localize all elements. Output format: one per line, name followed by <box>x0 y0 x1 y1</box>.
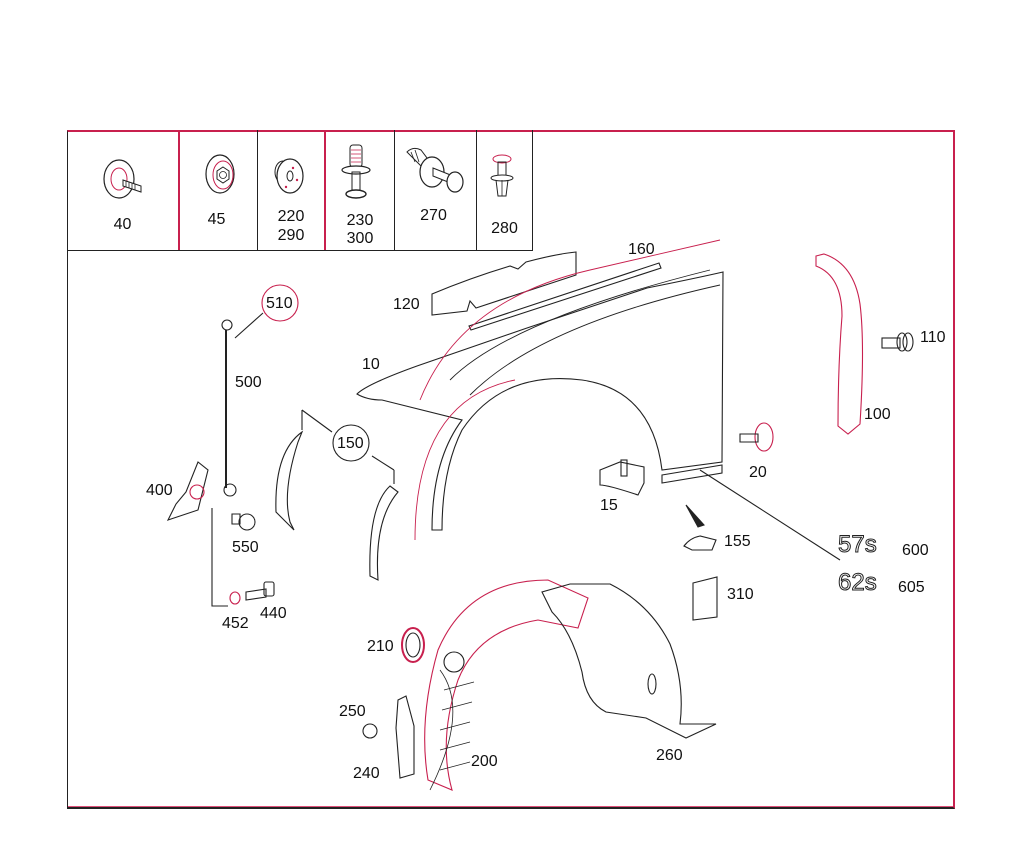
part-number: 230 <box>346 212 374 229</box>
part-160-seal-strip <box>468 262 662 331</box>
part-200-wheel-liner <box>424 579 589 791</box>
part-150-stay-right <box>369 485 399 581</box>
part-120-insulation-strip <box>431 251 577 316</box>
label-20: 20 <box>749 464 767 481</box>
label-240: 240 <box>353 765 380 782</box>
part-number: 270 <box>420 207 447 224</box>
label-160: 160 <box>628 241 655 258</box>
label-605: 605 <box>898 579 925 596</box>
push-rivet-icon <box>490 154 514 197</box>
legend-cell-230[interactable]: 230 300 <box>326 130 395 250</box>
label-510: 510 <box>266 295 293 312</box>
legend-cell-270[interactable]: 270 <box>395 130 477 250</box>
part-100-trim <box>815 253 864 435</box>
label-550: 550 <box>232 539 259 556</box>
grommet-plug-icon <box>274 158 304 194</box>
label-400: 400 <box>146 482 173 499</box>
label-110: 110 <box>920 329 946 346</box>
part-number: 40 <box>113 216 132 233</box>
badge-62s: 62s <box>838 569 878 596</box>
part-number: 300 <box>346 230 374 247</box>
label-15: 15 <box>600 497 618 514</box>
part-150-stay-left <box>275 430 304 531</box>
diagram-frame <box>67 130 955 809</box>
label-500: 500 <box>235 374 262 391</box>
label-100: 100 <box>864 406 891 423</box>
part-number: 220 <box>277 208 305 225</box>
label-155: 155 <box>724 533 751 550</box>
part-15-bracket <box>599 461 645 496</box>
label-10: 10 <box>362 356 380 373</box>
label-120: 120 <box>393 296 420 313</box>
part-10-fender-panel <box>356 271 724 531</box>
part-260-wheel-liner-rear <box>541 583 717 739</box>
washer-bolt-icon <box>103 159 142 199</box>
part-240-bracket <box>395 695 415 779</box>
part-number: 45 <box>207 211 226 228</box>
legend-cell-45[interactable]: 45 <box>180 130 258 250</box>
label-260: 260 <box>656 747 683 764</box>
fastener-legend: 40 45 220 290 230 300 <box>67 130 533 251</box>
part-400-bracket <box>166 461 209 521</box>
legend-cell-280[interactable]: 280 <box>477 130 533 250</box>
spreader-rivet-icon <box>341 144 371 199</box>
label-210: 210 <box>367 638 394 655</box>
label-150: 150 <box>337 435 364 452</box>
part-110-bolt <box>881 332 914 352</box>
expansion-clip-icon <box>406 147 464 193</box>
label-440: 440 <box>260 605 287 622</box>
part-number: 280 <box>491 220 518 237</box>
label-310: 310 <box>727 586 754 603</box>
label-250: 250 <box>339 703 366 720</box>
badge-57s: 57s <box>838 531 878 558</box>
legend-cell-220[interactable]: 220 290 <box>258 130 326 250</box>
part-number: 290 <box>277 227 305 244</box>
legend-cell-40[interactable]: 40 <box>67 130 180 250</box>
label-600: 600 <box>902 542 929 559</box>
washer-nut-icon <box>205 154 235 194</box>
label-200: 200 <box>471 753 498 770</box>
label-452: 452 <box>222 615 249 632</box>
